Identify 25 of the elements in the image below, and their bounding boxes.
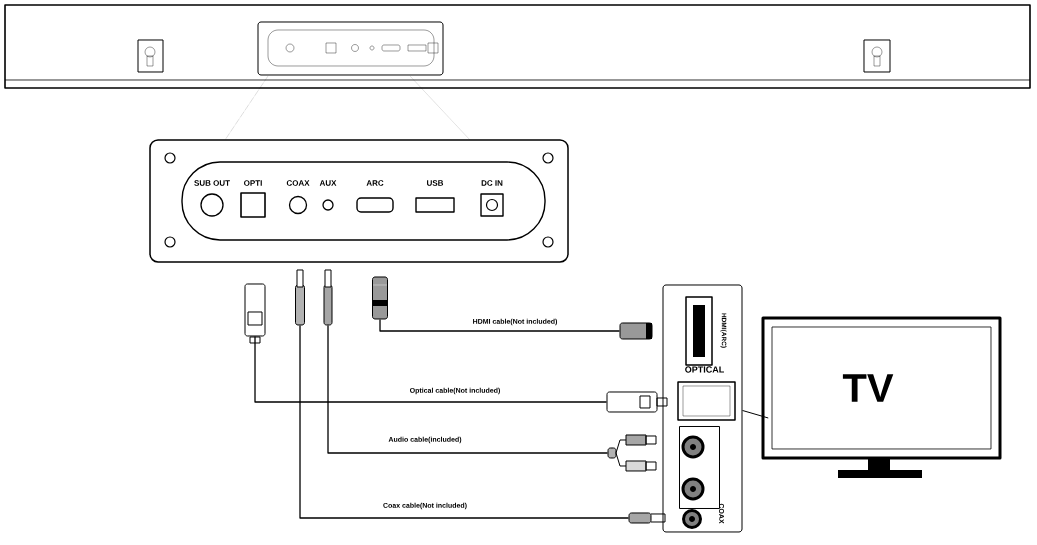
aux-plug: [323, 269, 333, 326]
port-label: COAX: [286, 180, 310, 186]
tv-port-panel: [662, 284, 743, 533]
hdmi-plug: [619, 322, 653, 340]
audio-jacks: [679, 426, 720, 509]
cable: [379, 318, 621, 332]
tv-drawing: TV: [761, 316, 1002, 478]
optical-port: OPTICAL: [677, 366, 736, 421]
port-label: DC IN: [481, 180, 503, 186]
callout-line: [742, 410, 769, 419]
cable: [327, 324, 609, 454]
cable: [254, 335, 608, 403]
rca-plug: [295, 269, 305, 326]
rca-plug: [628, 512, 666, 524]
hdmi-plug: [372, 276, 388, 320]
cable: [299, 324, 630, 519]
optical-plug: [606, 391, 668, 413]
port-label: ARC: [366, 180, 384, 186]
port-label: USB: [427, 180, 444, 186]
port-label: AUX: [319, 180, 337, 186]
port-label: SUB OUT: [194, 180, 230, 186]
rca-plug-pair: [607, 434, 657, 472]
port-label: OPTI: [244, 180, 262, 186]
node-label: OPTICAL: [685, 366, 724, 373]
optical-plug: [244, 283, 266, 344]
